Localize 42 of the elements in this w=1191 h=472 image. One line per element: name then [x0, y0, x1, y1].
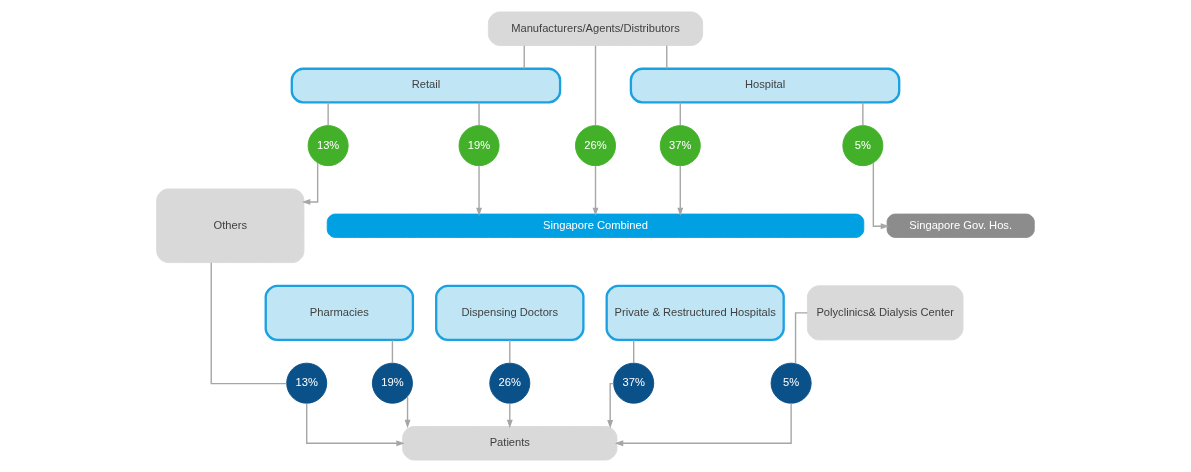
connector [594, 45, 597, 127]
node-circle: 37% [659, 125, 701, 167]
node-box: Dispensing Doctors [435, 284, 585, 342]
node-circle: 13% [307, 125, 349, 167]
node-circle: 26% [489, 362, 531, 404]
arrow [614, 402, 792, 447]
node-box: Polyclinics& Dialysis Center [806, 285, 964, 341]
node-box: Singapore Gov. Hos. [886, 213, 1035, 238]
arrow [404, 395, 411, 429]
node-circle: 19% [371, 362, 413, 404]
node-box: Patients [402, 426, 618, 461]
node-box: Others [156, 188, 305, 263]
node-box: Singapore Combined [326, 213, 865, 238]
node-circle: 5% [770, 362, 812, 404]
arrow [677, 165, 684, 217]
connector [679, 101, 681, 127]
node-box: Manufacturers/Agents/Distributors [487, 11, 704, 46]
arrow [476, 165, 482, 217]
connector [633, 339, 635, 364]
arrow [607, 382, 615, 429]
connector [523, 45, 525, 70]
node-circle: 26% [575, 125, 616, 167]
arrow [872, 162, 890, 230]
connector [509, 339, 511, 364]
node-box: Hospital [629, 67, 901, 104]
node-circle: 5% [842, 125, 884, 167]
node-box: Private & Restructured Hospitals [605, 284, 785, 342]
arrow [306, 402, 405, 447]
node-circle: 13% [286, 362, 328, 404]
connector [210, 262, 288, 385]
node-circle: 19% [458, 125, 500, 167]
connector [478, 101, 480, 127]
connector [794, 312, 808, 365]
node-circle: 37% [613, 362, 655, 404]
node-box: Retail [290, 67, 562, 104]
arrow [301, 162, 319, 205]
connector [862, 101, 864, 127]
arrow [592, 165, 599, 217]
node-box: Pharmacies [264, 284, 415, 342]
connector [391, 339, 394, 364]
connector [327, 101, 329, 127]
connector [666, 45, 668, 70]
